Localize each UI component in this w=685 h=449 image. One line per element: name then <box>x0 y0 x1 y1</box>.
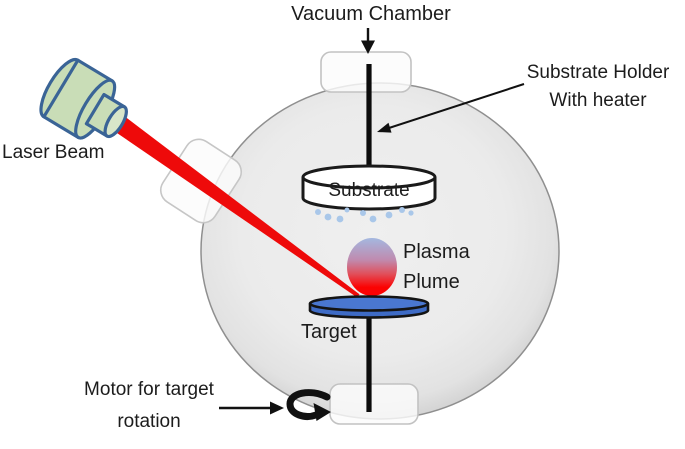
target-label: Target <box>301 321 357 343</box>
laser-source <box>39 57 128 140</box>
top-port <box>320 51 412 93</box>
substrate-holder-rod <box>366 64 372 170</box>
laser-nozzle-face <box>103 104 128 139</box>
plasma-plume-label: Plasma Plume <box>403 241 470 293</box>
vacuum-chamber-arrow <box>361 28 375 54</box>
bottom-port <box>329 383 419 425</box>
substrate-holder-label: Substrate Holder With heater <box>526 62 670 111</box>
substrate-holder-arrow <box>377 83 525 133</box>
motor-label: Motor for target rotation <box>84 379 214 432</box>
motor-arrow <box>219 401 284 415</box>
plasma-plume-shape <box>347 238 397 296</box>
substrate-label: Substrate <box>328 180 410 201</box>
target-rotation-rod <box>366 305 372 412</box>
substrate-disk <box>301 164 437 211</box>
vacuum-chamber-label: Vacuum Chamber <box>291 3 451 25</box>
laser-beam-ray <box>114 116 360 298</box>
deposition-particles <box>315 207 414 223</box>
rotation-arrow-icon <box>286 389 331 421</box>
target-disk <box>308 295 430 319</box>
laser-beam-label: Laser Beam <box>2 142 105 163</box>
